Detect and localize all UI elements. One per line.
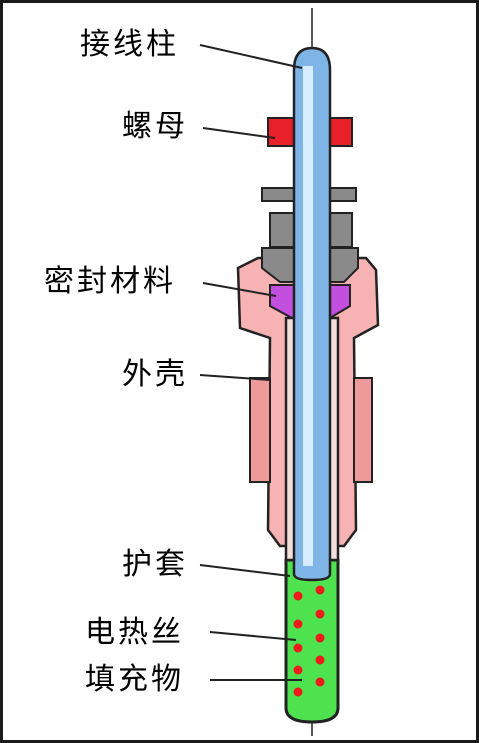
leader-heating-wire: [209, 631, 297, 641]
leader-terminal: [199, 44, 303, 69]
housing-body-band-right: [353, 377, 373, 483]
wire-dot: [315, 633, 325, 643]
wire-dot: [293, 665, 303, 675]
wire-dot: [315, 585, 325, 595]
terminal-highlight: [303, 66, 313, 566]
label-nut: 螺母: [122, 109, 188, 144]
sheath: [284, 558, 340, 724]
housing-body-band: [249, 377, 271, 483]
wire-dot: [315, 677, 325, 687]
wire-dot: [293, 687, 303, 697]
wire-dot: [293, 591, 303, 601]
label-sealing-material: 密封材料: [44, 264, 176, 299]
leader-housing: [199, 374, 271, 381]
leader-lines: [199, 44, 303, 681]
wire-dot: [293, 619, 303, 629]
label-terminal: 接线柱: [80, 27, 179, 62]
label-heating-wire: 电热丝: [85, 615, 184, 650]
label-housing: 外壳: [122, 357, 188, 392]
label-filler: 填充物: [85, 662, 184, 697]
wire-dot: [293, 643, 303, 653]
wire-dot: [315, 609, 325, 619]
leader-nut: [202, 127, 276, 139]
leader-sheath: [199, 564, 291, 577]
heating-wire-dots: [293, 585, 325, 697]
wire-dot: [315, 655, 325, 665]
leader-seal: [202, 282, 277, 297]
label-sheath: 护套: [122, 547, 188, 582]
